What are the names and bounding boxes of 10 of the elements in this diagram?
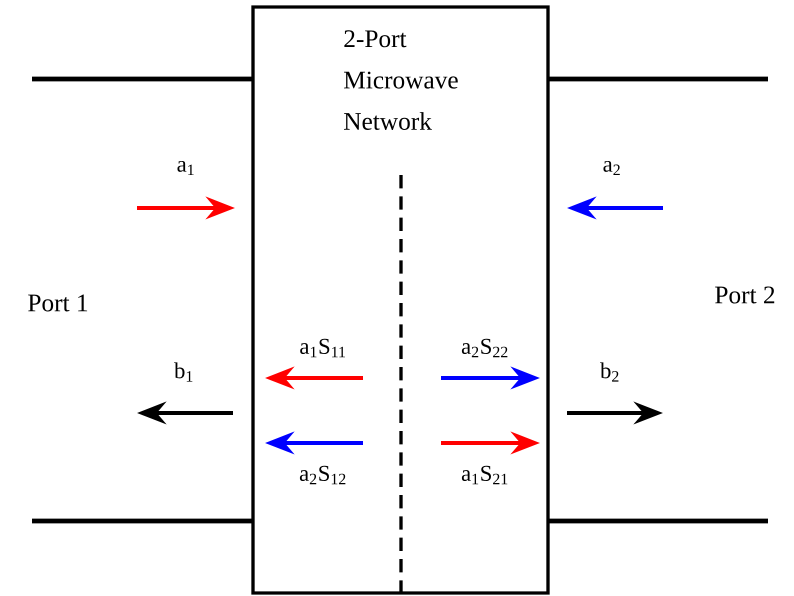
signal-label: a$_{1}$S$_{11}$	[300, 338, 345, 358]
port-label: Port 2	[715, 286, 774, 304]
signal-label: a$_{2}$S$_{12}$	[300, 466, 346, 484]
signal-label: a$_{1}$S$_{21}$	[462, 466, 508, 484]
port-label: Port 1	[28, 294, 88, 312]
signal-label: a$_{2}$	[603, 160, 620, 176]
signal-label: b$_{1}$	[174, 362, 192, 382]
signal-label: a$_{2}$S$_{22}$	[462, 338, 508, 358]
signal-label: b$_{2}$	[600, 362, 618, 382]
signal-label: a$_{1}$	[177, 160, 194, 176]
